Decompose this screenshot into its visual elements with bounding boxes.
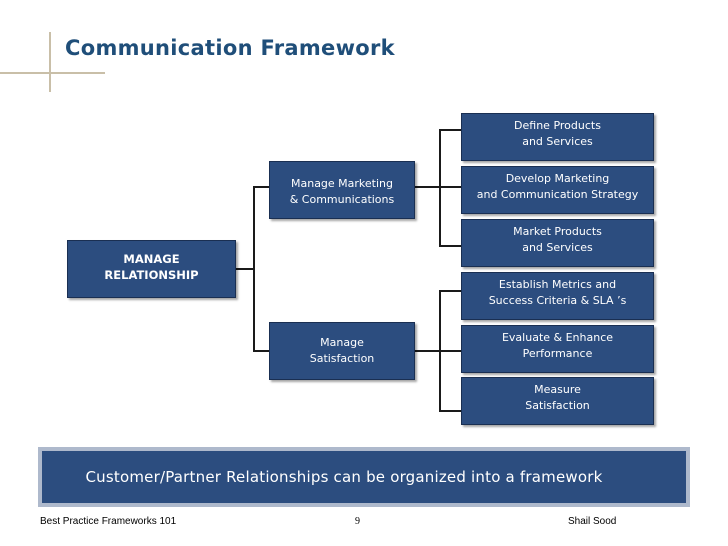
node-manage-satisfaction: Manage Satisfaction [269,322,415,380]
leaf-measure-satisfaction: Measure Satisfaction [461,377,654,425]
leaf-develop-marketing-strategy: Develop Marketing and Communication Stra… [461,166,654,214]
footer-page-number: 9 [355,516,360,527]
slide-title: Communication Framework [65,36,395,60]
summary-banner: Customer/Partner Relationships can be or… [38,447,690,507]
connector-line [439,129,461,131]
connector-line [439,290,461,292]
connector-line [415,350,440,352]
title-accent-vertical-rule [49,32,51,92]
footer-course-title: Best Practice Frameworks 101 [40,516,177,527]
node-manage-marketing-communications: Manage Marketing & Communications [269,161,415,219]
leaf-market-products-services: Market Products and Services [461,219,654,267]
connector-line [439,186,461,188]
connector-line [439,350,461,352]
leaf-define-products-services: Define Products and Services [461,113,654,161]
connector-line [253,350,270,352]
connector-line [439,245,461,247]
leaf-evaluate-enhance-performance: Evaluate & Enhance Performance [461,325,654,373]
connector-line [415,186,440,188]
summary-banner-text: Customer/Partner Relationships can be or… [85,468,603,486]
connector-line [439,410,461,412]
connector-line [253,186,255,351]
connector-line [253,186,270,188]
title-accent-horizontal-rule [0,72,105,74]
root-node-manage-relationship: MANAGE RELATIONSHIP [67,240,236,298]
connector-line [235,268,254,270]
footer-author: Shail Sood [568,516,617,527]
leaf-establish-metrics: Establish Metrics and Success Criteria &… [461,272,654,320]
